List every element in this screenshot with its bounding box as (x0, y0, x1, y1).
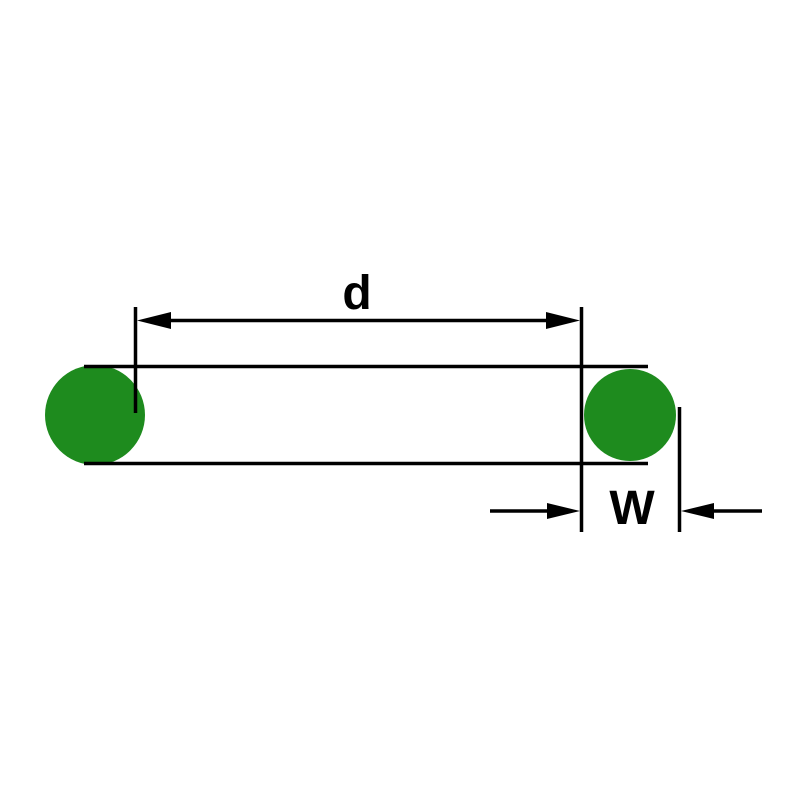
oring-cross-section-right (584, 369, 676, 461)
oring-cross-section-left (45, 365, 145, 465)
w-arrowhead-left-icon (547, 503, 580, 519)
inner-diameter-label: d (342, 267, 371, 320)
d-arrowhead-left-icon (137, 312, 171, 329)
d-arrowhead-right-icon (546, 312, 580, 329)
cross-section-width-label: W (609, 482, 655, 535)
w-arrowhead-right-icon (681, 503, 714, 519)
